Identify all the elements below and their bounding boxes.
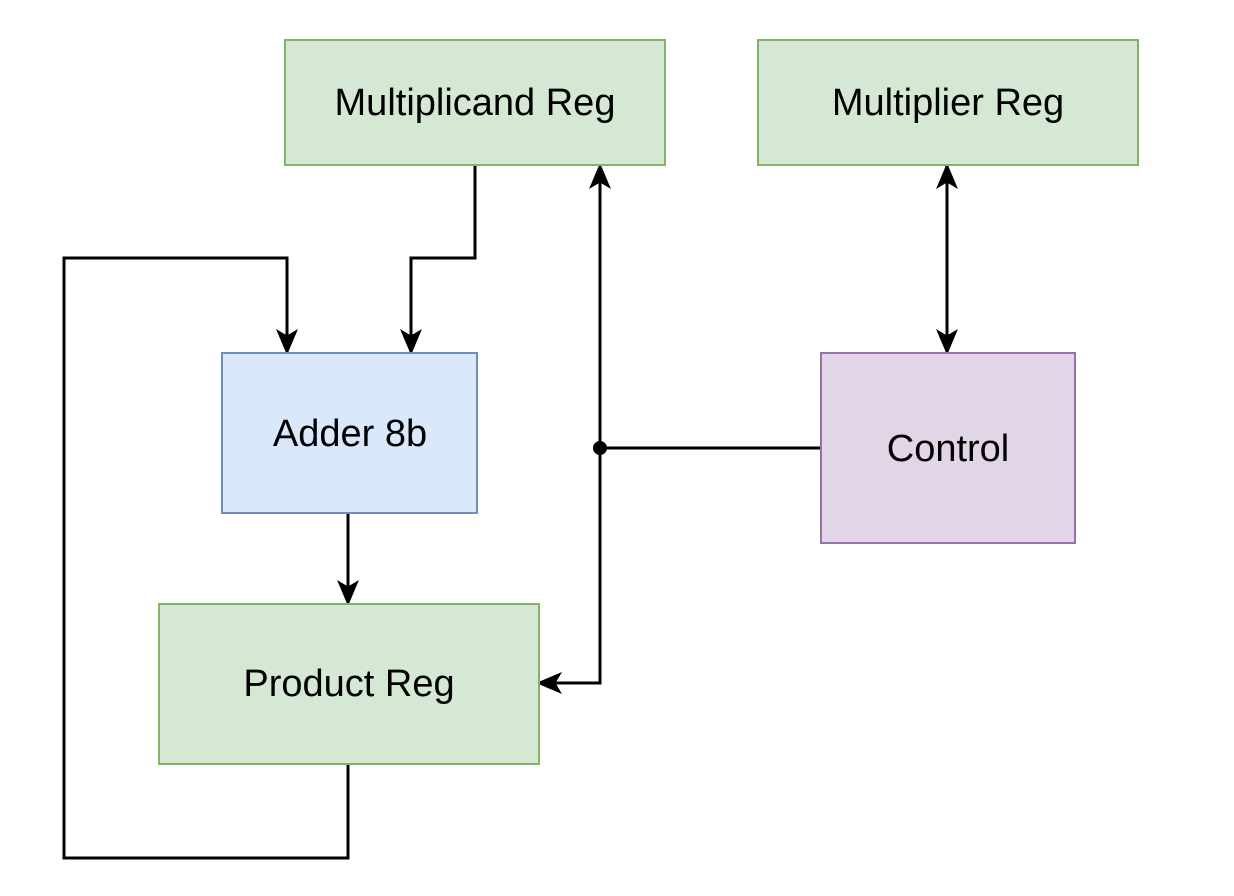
node-multiplier-reg-label: Multiplier Reg [832,82,1064,124]
node-adder-8b-label: Adder 8b [273,413,427,455]
node-multiplicand-reg-label: Multiplicand Reg [335,82,616,124]
node-product-reg-label: Product Reg [243,663,454,705]
edge-product-feedback-to-adder [62,256,350,860]
junction-dot [593,441,607,455]
node-multiplier-reg [757,39,1139,166]
node-adder-8b [221,352,478,514]
node-control [820,352,1076,544]
node-product-reg [158,603,540,765]
node-multiplicand-reg [284,39,666,166]
edge-junction-to-product [536,448,602,694]
node-control-label: Control [887,428,1010,470]
edge-multiplicand-to-adder [400,165,477,355]
